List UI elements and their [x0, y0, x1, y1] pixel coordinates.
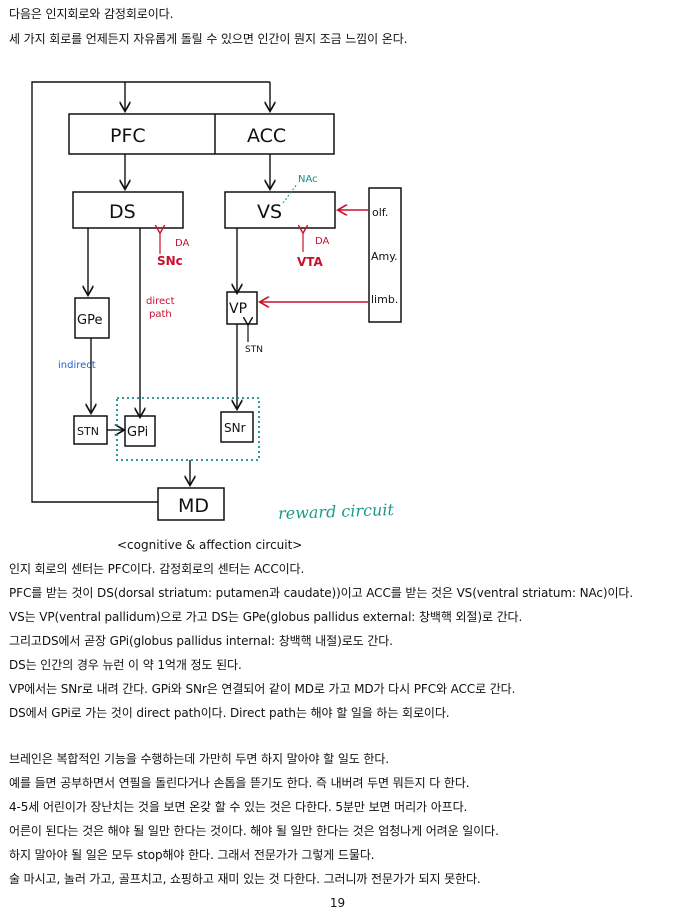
- vs-box: [224, 191, 336, 229]
- body-line-3: VS는 VP(ventral pallidum)으로 가고 DS는 GPe(gl…: [9, 610, 523, 624]
- body-line-12: 어른이 된다는 것은 해야 될 일만 한다는 것이다. 해야 될 일만 한다는 …: [9, 824, 499, 838]
- md-label: MD: [178, 495, 209, 517]
- snr-box: [220, 411, 254, 443]
- gpe-label: GPe: [77, 313, 102, 328]
- gpi-box: [124, 415, 156, 447]
- vp-label: VP: [229, 301, 247, 317]
- reward-circuit-label: reward circuit: [277, 499, 395, 524]
- md-box: [157, 487, 225, 521]
- body-line-2: PFC를 받는 것이 DS(dorsal striatum: putamen과 …: [9, 586, 634, 600]
- path-label: path: [149, 309, 172, 320]
- indirect-label: indirect: [58, 360, 96, 371]
- olf-label: olf.: [372, 206, 388, 219]
- body-line-4: 그리고DS에서 곧장 GPi(globus pallidus internal:…: [9, 634, 393, 648]
- da-label-1: DA: [175, 238, 190, 249]
- olf-amy-limb-box: [368, 187, 402, 323]
- vta-label: VTA: [297, 255, 324, 269]
- body-line-6: VP에서는 SNr로 내려 간다. GPi와 SNr은 연결되어 같이 MD로 …: [9, 682, 516, 696]
- diagram-caption: <cognitive & affection circuit>: [117, 538, 303, 552]
- stn-label: STN: [77, 425, 99, 438]
- nac-label: NAc: [298, 174, 318, 185]
- intro-line-1: 다음은 인지회로와 감정회로이다.: [9, 7, 174, 21]
- snc-label: SNc: [157, 254, 183, 268]
- body-line-1: 인지 회로의 센터는 PFC이다. 감정회로의 센터는 ACC이다.: [9, 562, 305, 576]
- circuit-diagram: PFC ACC DS VS NAc olf. Amy. limb. DA SNc…: [31, 81, 402, 521]
- snr-label: SNr: [224, 421, 246, 435]
- acc-label: ACC: [247, 125, 286, 147]
- intro-line-2: 세 가지 회로를 언제든지 자유롭게 돌릴 수 있으면 인간이 뭔지 조금 느낌…: [9, 32, 408, 46]
- gpe-box: [74, 297, 110, 339]
- page-number: 19: [329, 896, 346, 910]
- limb-label: limb.: [371, 293, 398, 306]
- pfc-acc-box: [68, 113, 335, 155]
- body-line-9: 브레인은 복합적인 기능을 수행하는데 가만히 두면 하지 말아야 할 일도 한…: [9, 752, 390, 766]
- vs-label: VS: [257, 201, 282, 223]
- body-line-7: DS에서 GPi로 가는 것이 direct path이다. Direct pa…: [9, 706, 450, 720]
- gpi-snr-group: [116, 397, 260, 461]
- gpi-label: GPi: [127, 425, 148, 440]
- body-line-10: 예를 들면 공부하면서 연필을 돌린다거나 손톱을 뜯기도 한다. 즉 내버려 …: [9, 776, 470, 790]
- body-line-11: 4-5세 어린이가 장난치는 것을 보면 온갖 할 수 있는 것은 다한다. 5…: [9, 800, 468, 814]
- body-line-14: 술 마시고, 놀러 가고, 골프치고, 쇼핑하고 재미 있는 것 다한다. 그러…: [9, 872, 481, 886]
- ds-box: [72, 191, 184, 229]
- pfc-label: PFC: [110, 125, 146, 147]
- ds-label: DS: [109, 201, 136, 223]
- vp-box: [226, 291, 258, 325]
- body-line-13: 하지 말아야 될 일은 모두 stop해야 한다. 그래서 전문가가 그렇게 드…: [9, 848, 375, 862]
- amy-label: Amy.: [371, 250, 398, 263]
- stn-small-label: STN: [245, 345, 263, 355]
- direct-label: direct: [146, 296, 175, 307]
- feedback-loop: [31, 81, 270, 503]
- da-label-2: DA: [315, 236, 330, 247]
- body-line-5: DS는 인간의 경우 뉴런 이 약 1억개 정도 된다.: [9, 658, 242, 672]
